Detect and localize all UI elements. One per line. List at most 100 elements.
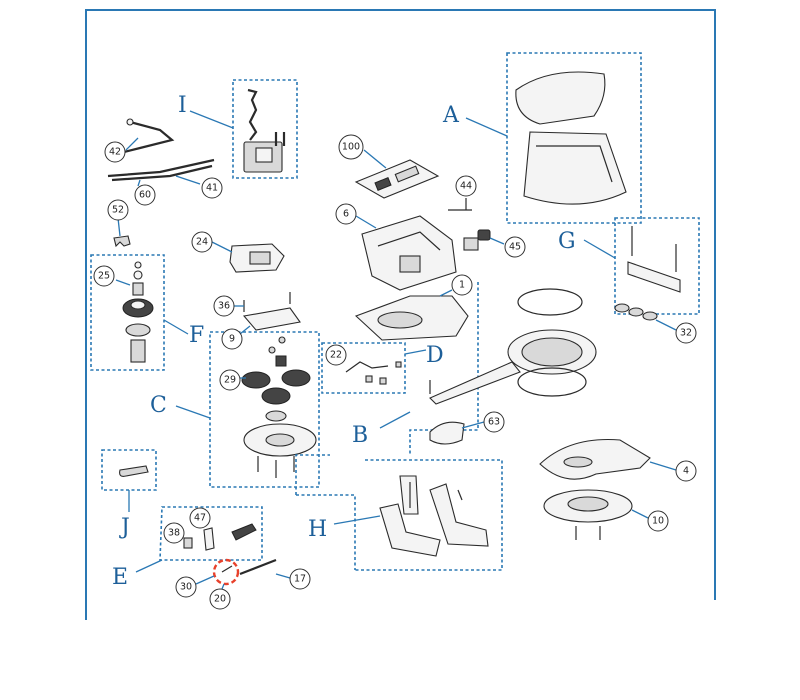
badge-63: 63 xyxy=(483,411,505,433)
badge-20: 20 xyxy=(209,588,231,610)
svg-text:52: 52 xyxy=(112,205,124,216)
group-e-box xyxy=(159,506,263,561)
svg-text:36: 36 xyxy=(218,301,230,312)
leader-c xyxy=(175,405,211,419)
svg-text:32: 32 xyxy=(680,328,692,339)
part-a-body xyxy=(523,131,627,205)
leader-30 xyxy=(195,575,215,585)
group-b: B xyxy=(352,282,597,455)
part-32-ring-c xyxy=(642,311,658,321)
leader-45 xyxy=(489,237,505,245)
leader-60 xyxy=(137,179,141,187)
part-c-washer xyxy=(265,410,287,422)
part-j-key xyxy=(119,465,149,477)
part-63-cam xyxy=(429,421,465,445)
part-32 xyxy=(614,303,677,331)
part-f-bushing xyxy=(125,323,151,337)
svg-text:9: 9 xyxy=(229,334,235,345)
part-42-terminal xyxy=(126,118,134,126)
svg-text:29: 29 xyxy=(224,375,236,386)
svg-text:24: 24 xyxy=(196,237,208,248)
part-f-washer xyxy=(134,261,142,269)
badge-4: 4 xyxy=(675,460,697,482)
part-e-spring xyxy=(231,523,257,541)
badge-1: 1 xyxy=(451,274,473,296)
part-24-detail xyxy=(249,251,271,265)
leader-i xyxy=(189,110,234,129)
part-f-gear-hub xyxy=(130,300,146,310)
svg-text:17: 17 xyxy=(294,574,306,585)
badge-100: 100 xyxy=(338,134,364,160)
wire-parts xyxy=(107,118,215,187)
group-g-box xyxy=(614,217,700,315)
part-60-wire xyxy=(107,158,215,178)
group-letter-b: B xyxy=(352,423,368,448)
svg-text:30: 30 xyxy=(180,582,192,593)
svg-text:100: 100 xyxy=(342,142,360,153)
part-100-connector xyxy=(394,165,420,183)
svg-text:41: 41 xyxy=(206,183,218,194)
part-100-chip xyxy=(374,177,392,191)
part-i-cable xyxy=(247,88,258,141)
part-a-cover xyxy=(515,71,606,125)
svg-text:20: 20 xyxy=(214,594,226,605)
part-24 xyxy=(211,241,285,273)
part-47-lever xyxy=(203,527,215,551)
svg-text:1: 1 xyxy=(459,280,465,291)
part-20-pin xyxy=(221,565,233,573)
svg-text:22: 22 xyxy=(330,350,342,361)
leader-17 xyxy=(275,573,291,579)
part-c-pin-a xyxy=(278,336,286,344)
svg-text:63: 63 xyxy=(488,417,500,428)
svg-text:4: 4 xyxy=(683,466,689,477)
part-38-bushing xyxy=(183,537,193,549)
part-h-bracket-b xyxy=(379,503,441,557)
leader-g xyxy=(583,239,616,259)
part-32-ring-a xyxy=(614,303,630,313)
group-g: G xyxy=(558,217,700,315)
part-b-gear-teeth xyxy=(521,337,583,367)
parts-36-9 xyxy=(234,292,301,335)
group-h: H xyxy=(295,454,503,571)
svg-text:25: 25 xyxy=(98,271,110,282)
leader-41 xyxy=(175,175,201,185)
leader-10 xyxy=(631,509,649,519)
part-d-block-c xyxy=(395,361,402,368)
part-45-piece xyxy=(463,237,479,251)
badge-10: 10 xyxy=(647,510,669,532)
group-j: J xyxy=(101,449,157,540)
badge-45: 45 xyxy=(504,236,526,258)
badge-29: 29 xyxy=(219,369,241,391)
svg-text:47: 47 xyxy=(194,513,206,524)
part-10 xyxy=(543,489,649,540)
badge-24: 24 xyxy=(191,231,213,253)
group-letter-g: G xyxy=(558,229,576,254)
part-1-opening xyxy=(377,311,423,329)
svg-text:60: 60 xyxy=(139,190,151,201)
part-g-bracket xyxy=(627,261,681,293)
badge-36: 36 xyxy=(213,295,235,317)
group-letter-i: I xyxy=(178,93,187,118)
leader-32 xyxy=(655,319,677,331)
part-52-clip xyxy=(113,235,131,248)
diagram-frame xyxy=(85,9,716,620)
leader-25 xyxy=(115,279,131,286)
leader-6 xyxy=(355,215,377,229)
badge-30: 30 xyxy=(175,576,197,598)
part-45-block xyxy=(477,229,491,241)
group-letter-h: H xyxy=(308,517,327,542)
part-63 xyxy=(429,421,485,445)
part-b-ring-top xyxy=(517,288,583,316)
group-i-box xyxy=(232,79,298,179)
leader-1 xyxy=(439,289,453,297)
part-f-pinion xyxy=(130,339,146,363)
part-41-wire xyxy=(111,164,213,182)
part-6 xyxy=(355,215,457,291)
group-letter-e: E xyxy=(112,565,128,590)
leader-100 xyxy=(363,149,387,169)
part-a-inner xyxy=(536,145,613,183)
group-i: I xyxy=(178,79,298,179)
part-f-ring xyxy=(133,270,143,280)
group-e: E xyxy=(112,506,291,595)
